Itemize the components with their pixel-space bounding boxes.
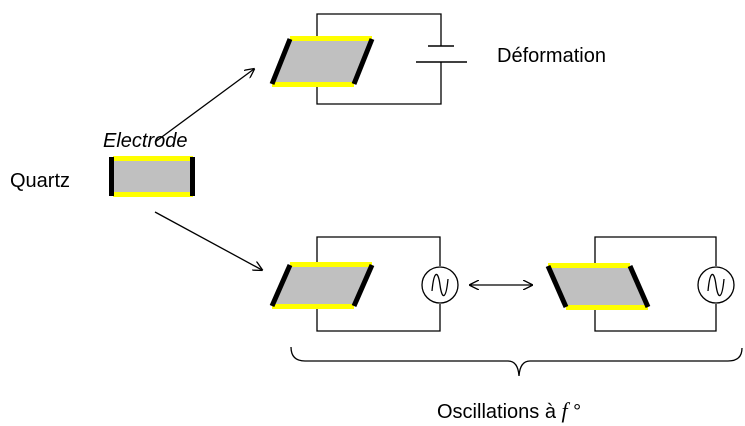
deformed-crystal-right bbox=[269, 36, 375, 87]
battery-icon bbox=[416, 45, 467, 63]
dc-circuit bbox=[269, 13, 467, 105]
oscillations-prefix: Oscillations à bbox=[437, 401, 562, 423]
grouping-brace bbox=[290, 346, 743, 377]
bottom-electrode bbox=[113, 192, 193, 197]
ac-source-icon bbox=[421, 266, 459, 304]
ac-circuit-left bbox=[269, 236, 459, 332]
electrode-label: Electrode bbox=[103, 130, 188, 152]
deformed-crystal-left bbox=[545, 263, 651, 310]
oscillations-suffix: ° bbox=[567, 401, 582, 423]
quartz-crystal bbox=[109, 156, 195, 197]
oscillations-label: Oscillations à f ° bbox=[437, 398, 581, 424]
quartz-label: Quartz bbox=[10, 170, 71, 192]
arrow-to-oscillation bbox=[154, 211, 262, 270]
arrow-to-deformation bbox=[154, 69, 254, 143]
deformation-label: Déformation bbox=[497, 45, 606, 67]
frequency-symbol: f bbox=[561, 398, 568, 423]
top-electrode bbox=[113, 156, 193, 161]
ac-source-icon bbox=[697, 266, 735, 304]
deformed-crystal-right bbox=[269, 262, 375, 309]
ac-circuit-right bbox=[545, 236, 735, 332]
